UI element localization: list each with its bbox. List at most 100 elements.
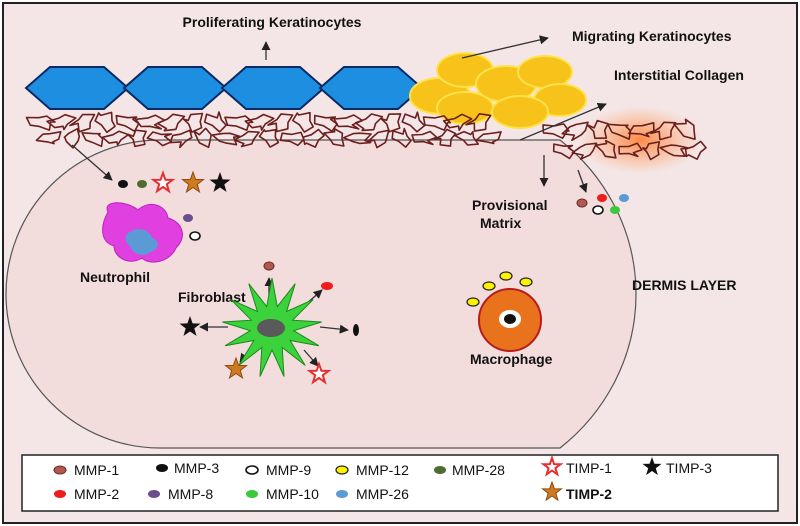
legend-mmp8-label: MMP-8 — [168, 486, 213, 502]
collagen-fiber — [659, 144, 689, 157]
collagen-fiber — [279, 131, 305, 147]
collagen-fiber — [69, 113, 96, 133]
dermis-region — [5, 139, 637, 449]
collagen-fiber — [366, 129, 390, 149]
collagen-fiber — [233, 130, 260, 148]
legend-mmp12-swatch — [335, 465, 349, 475]
migrating-cell — [491, 95, 549, 129]
collagen-fiber — [244, 113, 275, 131]
collagen-fiber — [146, 131, 173, 147]
collagen-fiber — [267, 113, 294, 133]
legend-mmp28-label: MMP-28 — [452, 462, 505, 478]
label-migrating: Migrating Keratinocytes — [572, 28, 732, 44]
collagen-fiber — [401, 111, 426, 133]
legend-mmp2-label: MMP-2 — [74, 486, 119, 502]
mmp8-dot — [183, 214, 193, 222]
collagen-fiber — [94, 111, 116, 134]
collagen-fiber — [115, 114, 140, 133]
mmp3-dot — [353, 324, 359, 336]
collagen-fiber — [380, 113, 402, 133]
mmp12-dot — [519, 277, 533, 287]
legend-timp3-swatch — [642, 457, 662, 476]
collagen-fiber — [126, 129, 147, 148]
collagen-fiber — [313, 114, 338, 132]
collagen-fiber — [465, 113, 492, 132]
collagen-fiber — [169, 129, 193, 149]
label-neutrophil: Neutrophil — [80, 269, 150, 285]
legend-mmp10-label: MMP-10 — [266, 486, 319, 502]
label-macrophage: Macrophage — [470, 351, 553, 367]
collagen-fiber — [182, 112, 204, 133]
label-provisional-1: Provisional — [472, 197, 547, 213]
legend-mmp28-swatch — [434, 466, 446, 474]
legend: MMP-1 MMP-3 MMP-9 MMP-12 MMP-28 TIMP-1 T… — [21, 454, 779, 512]
neutrophil-nucleus — [125, 229, 158, 255]
mmp3-dot — [118, 180, 128, 188]
timp3-star — [209, 172, 231, 192]
collagen-fiber — [391, 127, 412, 148]
collagen-fiber — [628, 122, 655, 138]
collagen-fiber — [595, 139, 617, 159]
collagen-fiber — [684, 140, 707, 160]
mmp12-dot — [482, 281, 496, 291]
collagen-fiber — [156, 113, 186, 132]
collagen-fiber — [571, 142, 598, 160]
collagen-fiber — [63, 128, 81, 149]
collagen-fiber — [291, 111, 314, 133]
legend-mmp1-swatch — [53, 465, 67, 475]
collagen-fiber — [411, 130, 438, 146]
collagen-fiber — [203, 111, 227, 133]
collagen-fiber — [650, 121, 677, 141]
migrating-keratinocytes — [409, 52, 587, 129]
timp1-star — [150, 169, 176, 194]
legend-mmp3-label: MMP-3 — [174, 460, 219, 476]
collagen-fiber — [673, 118, 696, 140]
mmp12-dot — [499, 271, 513, 281]
legend-mmp2-swatch — [54, 490, 66, 498]
label-fibroblast: Fibroblast — [178, 289, 246, 305]
label-dermis: DERMIS LAYER — [632, 277, 737, 293]
collagen-fiber — [475, 131, 502, 145]
collagen-fiber — [211, 132, 241, 146]
mmp9-dot — [189, 231, 201, 241]
legend-mmp10-swatch — [246, 490, 258, 498]
mmp26-dot — [619, 194, 629, 202]
keratinocyte-hexagon — [318, 66, 424, 110]
legend-timp2-swatch — [541, 480, 563, 502]
fibroblast — [179, 261, 359, 385]
collagen-fiber — [642, 141, 660, 161]
macrophage-nucleus — [504, 314, 516, 324]
keratinocyte-hexagon — [24, 66, 130, 110]
keratinocyte-hexagons — [24, 66, 424, 110]
collagen-fiber — [35, 131, 62, 145]
mmp12-dot — [466, 297, 480, 307]
neutrophil — [102, 202, 201, 263]
mmp1-dot — [263, 261, 275, 271]
mmp2-dot — [321, 282, 333, 290]
collagen-fiber — [442, 113, 473, 131]
timp2-star — [181, 170, 205, 194]
collagen-fiber — [342, 132, 372, 145]
legend-timp2-label: TIMP-2 — [566, 486, 612, 502]
collagen-fiber — [454, 130, 479, 146]
macrophage — [466, 271, 542, 352]
keratinocyte-hexagon — [220, 66, 326, 110]
label-provisional-2: Matrix — [480, 215, 521, 231]
collagen-band — [25, 111, 707, 161]
legend-timp1-swatch — [540, 454, 564, 477]
legend-mmp3-swatch — [156, 464, 168, 472]
legend-timp3-label: TIMP-3 — [666, 460, 712, 476]
label-proliferating: Proliferating Keratinocytes — [183, 14, 362, 30]
collagen-fiber — [323, 127, 345, 147]
timp2-star — [224, 356, 248, 380]
molecules-left-cluster — [118, 169, 231, 194]
timp3-star — [179, 316, 201, 336]
legend-mmp9-swatch — [245, 465, 259, 475]
collagen-fiber — [101, 130, 130, 146]
keratinocyte-hexagon — [122, 66, 228, 110]
legend-mmp26-swatch — [336, 490, 348, 498]
mmp9-dot — [592, 205, 604, 215]
collagen-fiber — [302, 128, 325, 148]
legend-mmp12-label: MMP-12 — [356, 462, 409, 478]
collagen-glow — [578, 106, 702, 174]
